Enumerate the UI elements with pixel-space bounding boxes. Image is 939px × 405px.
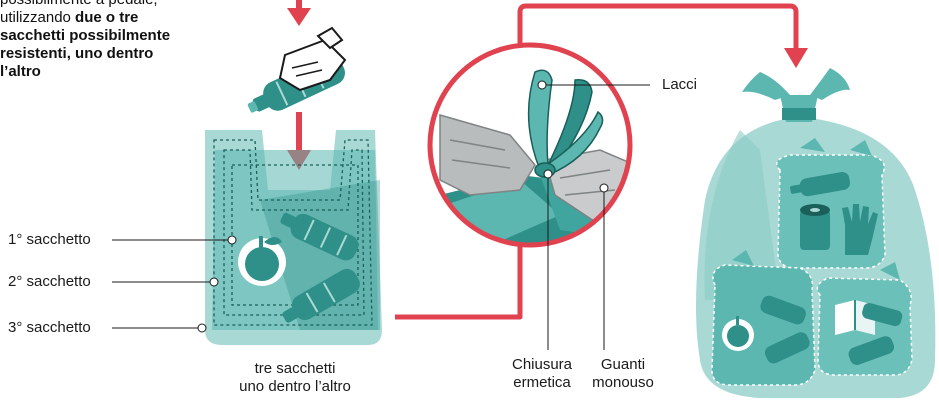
intro-line-4-bold: l’altro <box>0 63 41 80</box>
label-chiusura-line-1: Chiusura <box>492 356 592 374</box>
plastic-bag-icon <box>712 250 815 385</box>
intro-line-4: l’altro <box>0 63 240 81</box>
intro-line-2: sacchetti possibilmente <box>0 27 240 45</box>
bag-caption-line-2: uno dentro l’altro <box>220 378 370 396</box>
toilet-roll-icon <box>800 204 830 250</box>
bag-caption: tre sacchetti uno dentro l’altro <box>220 360 370 396</box>
intro-line-0: possibilmente a pedale, <box>0 0 240 9</box>
label-chiusura-ermetica: Chiusura ermetica <box>492 356 592 392</box>
bag-caption-line-1: tre sacchetti <box>220 360 370 378</box>
intro-line-2-bold: sacchetti possibilmente <box>0 27 170 44</box>
intro-line-3-bold: resistenti, uno dentro <box>0 45 153 62</box>
label-third-bag: 3° sacchetto <box>8 319 91 337</box>
intro-line-1-normal: utilizzando <box>0 9 75 26</box>
intro-text: possibilmente a pedale, utilizzando due … <box>0 0 240 81</box>
plastic-bag-icon <box>777 138 885 268</box>
label-second-bag: 2° sacchetto <box>8 273 91 291</box>
intro-line-1-bold: due o tre <box>75 9 138 26</box>
label-guanti-line-2: monouso <box>578 374 668 392</box>
gloved-hand-bottle-icon <box>243 28 349 122</box>
arrow-down-icon <box>287 0 311 26</box>
intro-line-3: resistenti, uno dentro <box>0 45 240 63</box>
label-lacci: Lacci <box>662 76 697 94</box>
label-chiusura-line-2: ermetica <box>492 374 592 392</box>
tied-knot-icon <box>420 45 640 260</box>
label-guanti-line-1: Guanti <box>578 356 668 374</box>
garbage-bag-icon <box>696 68 935 398</box>
arrow-down-icon <box>784 48 808 68</box>
label-first-bag: 1° sacchetto <box>8 231 91 249</box>
intro-line-1: utilizzando due o tre <box>0 9 240 27</box>
label-guanti-monouso: Guanti monouso <box>578 356 668 392</box>
